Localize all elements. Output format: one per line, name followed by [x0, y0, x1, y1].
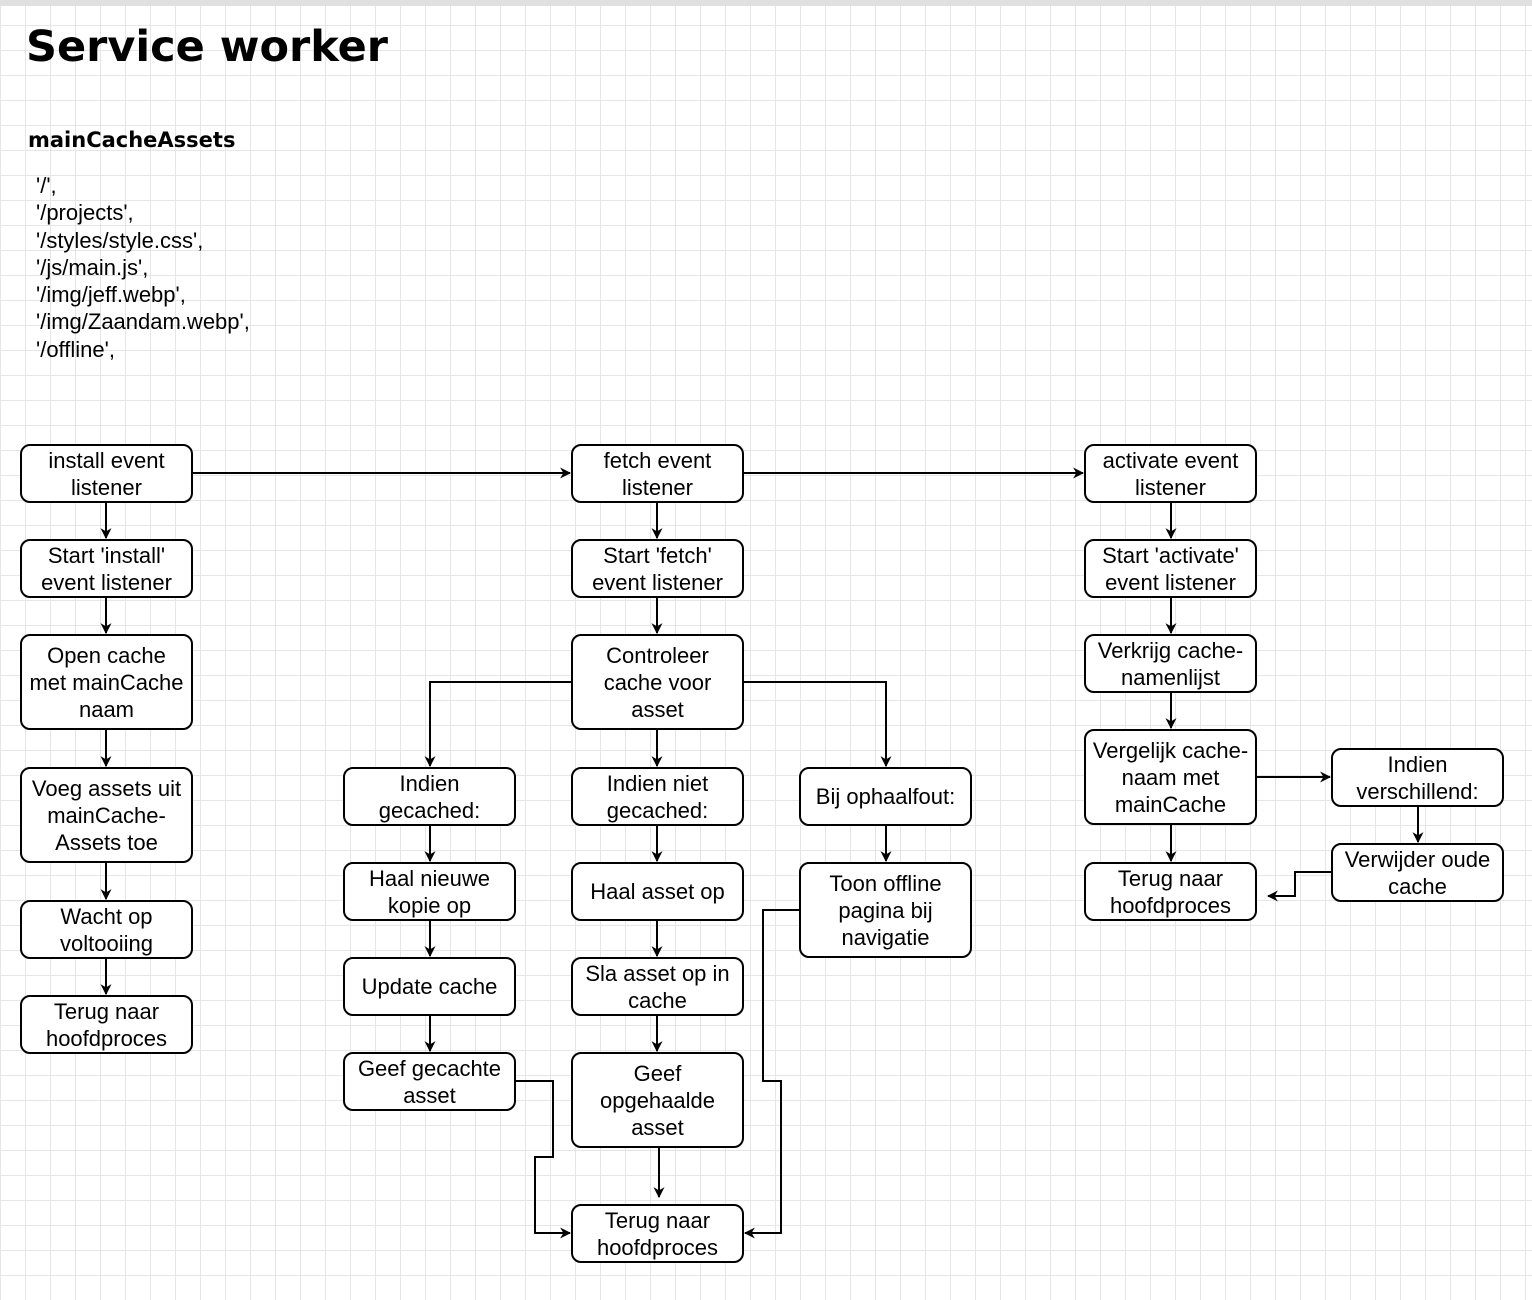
flow-arrow [424, 681, 572, 768]
asset-item: '/img/Zaandam.webp', [36, 309, 250, 335]
assets-list: '/', '/projects', '/styles/style.css', '… [36, 172, 250, 363]
asset-item: '/projects', [36, 200, 134, 226]
node-box-activate-list [1084, 634, 1257, 693]
node-fetch-store: Sla asset op in cache [585, 960, 730, 1013]
assets-heading: mainCacheAssets [28, 128, 236, 152]
node-fetch-give-cached: Geef gecachte asset [357, 1055, 502, 1108]
flow-arrow [743, 909, 800, 1239]
asset-item: '/offline', [36, 336, 115, 362]
node-activate-start: Start 'activate' event listener [1102, 542, 1239, 595]
node-activate-different: Indien verschillend: [1356, 751, 1479, 804]
node-box-fetch-give-fetched [571, 1052, 744, 1148]
node-fetch-error: Bij ophaalfout: [815, 784, 956, 809]
node-install-start: Start 'install' event listener [41, 542, 172, 595]
flow-arrow [515, 1080, 572, 1239]
node-box-fetch-check [571, 634, 744, 730]
node-fetch-start: Start 'fetch' event listener [592, 542, 723, 595]
node-fetch-update: Update cache [361, 974, 498, 999]
node-activate-return: Terug naar hoofdproces [1109, 865, 1232, 918]
node-activate-listener: activate event listener [1102, 447, 1239, 500]
node-fetch-check: Controleer cache voor asset [603, 642, 712, 722]
node-box-install-wait [20, 900, 193, 959]
node-box-fetch-error [799, 767, 972, 826]
asset-item: '/js/main.js', [36, 254, 149, 280]
node-box-fetch-cached [343, 767, 516, 826]
node-box-activate-listener [1084, 444, 1257, 503]
top-border [0, 0, 1532, 6]
node-box-activate-return [1084, 862, 1257, 921]
node-box-fetch-new-copy [343, 862, 516, 921]
node-box-install-add [20, 767, 193, 863]
asset-item: '/img/jeff.webp', [36, 282, 186, 308]
node-fetch-not-cached: Indien niet gecached: [606, 770, 709, 823]
node-fetch-cached: Indien gecached: [378, 770, 481, 823]
node-box-fetch-update [343, 957, 516, 1016]
node-box-fetch-offline [799, 862, 972, 958]
node-box-install-start [20, 539, 193, 598]
node-activate-compare: Vergelijk cache- naam met mainCache [1092, 737, 1249, 817]
node-box-fetch-give-cached [343, 1052, 516, 1111]
flow-edges [100, 467, 1424, 1239]
node-box-install-return [20, 995, 193, 1054]
node-install-open: Open cache met mainCache naam [29, 642, 184, 722]
node-activate-list: Verkrijg cache- namenlijst [1097, 637, 1244, 690]
node-box-activate-different [1331, 748, 1504, 807]
node-activate-delete: Verwijder oude cache [1344, 846, 1491, 899]
node-fetch-get-asset: Haal asset op [590, 879, 725, 904]
node-box-fetch-start [571, 539, 744, 598]
asset-item: '/', [36, 173, 57, 198]
node-install-wait: Wacht op voltooiing [60, 903, 153, 956]
node-fetch-listener: fetch event listener [603, 447, 712, 500]
node-box-activate-start [1084, 539, 1257, 598]
node-install-add: Voeg assets uit mainCache- Assets toe [31, 775, 182, 855]
node-install-listener: install event listener [48, 447, 165, 500]
asset-item: '/styles/style.css', [36, 227, 204, 253]
flow-arrow [743, 681, 892, 768]
node-fetch-new-copy: Haal nieuwe kopie op [368, 865, 491, 918]
node-box-fetch-return [571, 1204, 744, 1263]
node-install-return: Terug naar hoofdproces [45, 998, 168, 1051]
node-box-fetch-get-asset [571, 862, 744, 921]
flow-arrow [1266, 871, 1332, 902]
node-box-fetch-store [571, 957, 744, 1016]
page-title: Service worker [26, 22, 389, 72]
node-box-fetch-listener [571, 444, 744, 503]
node-box-fetch-not-cached [571, 767, 744, 826]
node-box-activate-delete [1331, 843, 1504, 902]
node-box-install-listener [20, 444, 193, 503]
flow-boxes [20, 444, 1504, 1263]
node-box-activate-compare [1084, 729, 1257, 825]
node-fetch-return: Terug naar hoofdproces [596, 1207, 719, 1260]
node-box-install-open [20, 634, 193, 730]
node-fetch-offline: Toon offline pagina bij navigatie [829, 870, 942, 950]
node-fetch-give-fetched: Geef opgehaalde asset [599, 1060, 715, 1140]
